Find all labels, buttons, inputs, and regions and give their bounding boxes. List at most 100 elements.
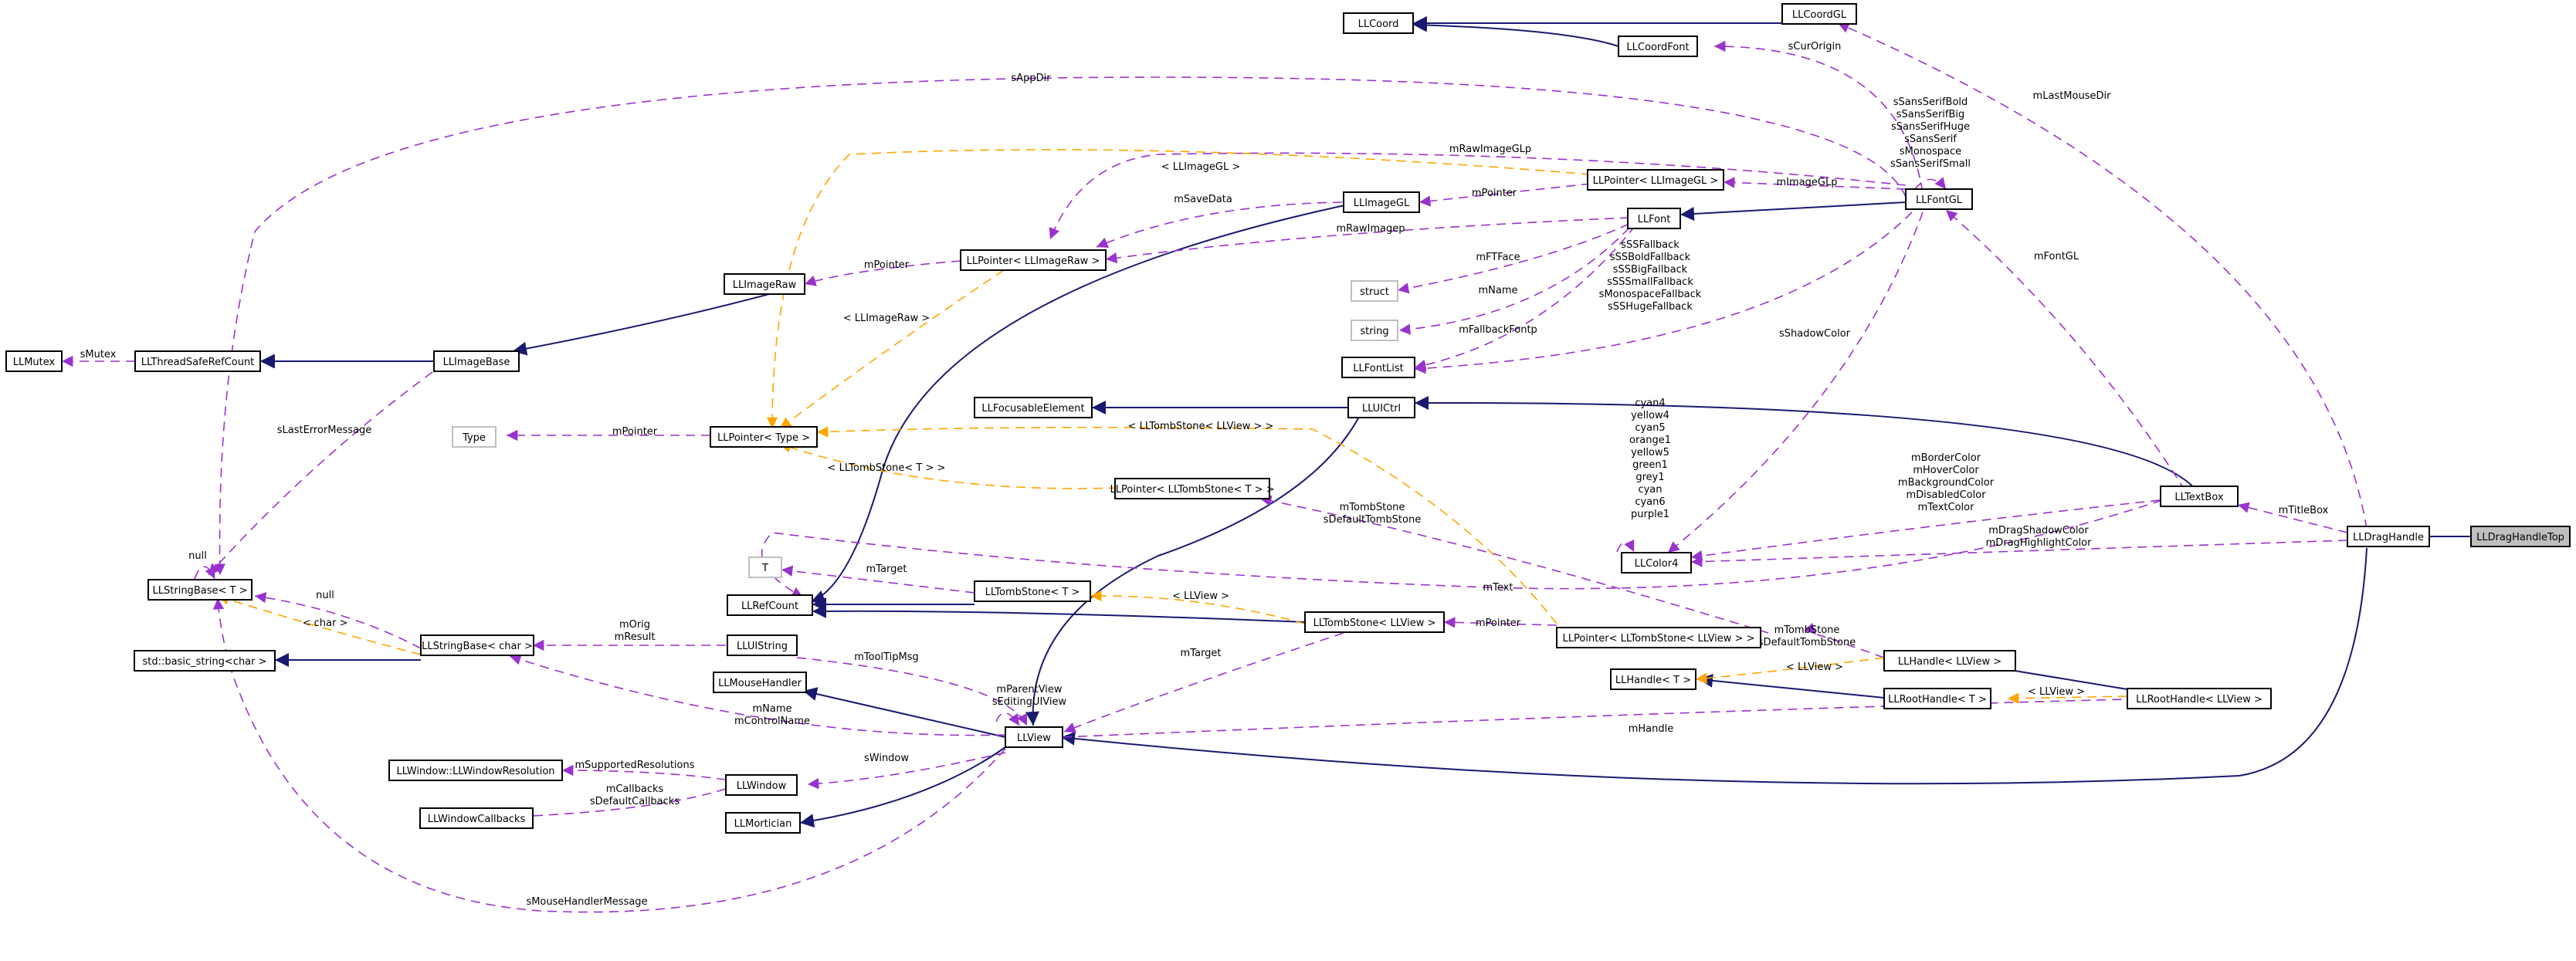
node-llwindowresolution[interactable]: LLWindow::LLWindowResolution	[388, 760, 563, 781]
svg-text:sSSBoldFallback: sSSBoldFallback	[1610, 252, 1691, 263]
edge-tmpl-llview-2	[1695, 657, 1885, 684]
node-llstringbase-char[interactable]: LLStringBase< char >	[420, 634, 534, 656]
node-llfont[interactable]: LLFont	[1627, 208, 1681, 229]
label-mimageglp: mImageGLp	[1777, 177, 1838, 188]
svg-text:LLMouseHandler: LLMouseHandler	[718, 678, 802, 689]
node-llroothandle-llview[interactable]: LLRootHandle< LLView >	[2127, 688, 2272, 709]
node-llfocusableelement[interactable]: LLFocusableElement	[974, 397, 1093, 418]
label-sappdir: sAppDir	[1011, 73, 1051, 84]
svg-text:mBackgroundColor: mBackgroundColor	[1898, 477, 1995, 489]
node-llhandle-t[interactable]: LLHandle< T >	[1610, 668, 1696, 690]
node-lltombstone-t[interactable]: LLTombStone< T >	[974, 580, 1091, 602]
svg-text:LLMortician: LLMortician	[734, 818, 792, 830]
svg-text:LLTextBox: LLTextBox	[2174, 492, 2223, 503]
label-tmpl-tombstone-t: < LLTombStone< T > >	[828, 462, 946, 474]
svg-text:LLThreadSafeRefCount: LLThreadSafeRefCount	[141, 357, 255, 368]
label-swindow: sWindow	[864, 753, 909, 764]
node-llcolor4[interactable]: LLColor4	[1621, 552, 1692, 574]
label-tmpl-llview-3: < LLView >	[2028, 686, 2085, 698]
svg-text:LLImageRaw: LLImageRaw	[733, 279, 797, 291]
node-lltombstone-llview[interactable]: LLTombStone< LLView >	[1304, 611, 1445, 633]
svg-text:LLStringBase< char >: LLStringBase< char >	[422, 641, 533, 652]
svg-text:sEditingUIView: sEditingUIView	[992, 696, 1067, 708]
node-llcoord[interactable]: LLCoord	[1343, 12, 1414, 34]
svg-text:LLWindow: LLWindow	[737, 780, 787, 792]
edge-draghandle-view	[1060, 547, 2368, 785]
node-llcoordgl[interactable]: LLCoordGL	[1781, 3, 1857, 25]
label-slasterrormessage: sLastErrorMessage	[277, 425, 372, 436]
node-llpointer-lltombstone-t[interactable]: LLPointer< LLTombStone< T > >	[1110, 478, 1275, 499]
edge-tmpl-imageraw	[779, 269, 1005, 429]
node-llstringbase-t[interactable]: LLStringBase< T >	[147, 579, 253, 601]
node-lldraghandletop[interactable]: LLDragHandleTop	[2470, 526, 2571, 547]
edge-tmpl-char	[217, 594, 422, 655]
svg-text:LLCoordFont: LLCoordFont	[1626, 42, 1689, 53]
node-lldraghandle[interactable]: LLDragHandle	[2347, 526, 2430, 547]
svg-text:sMonospaceFallback: sMonospaceFallback	[1599, 289, 1702, 300]
node-llroothandle-t[interactable]: LLRootHandle< T >	[1883, 688, 1991, 709]
node-t[interactable]: T	[748, 557, 782, 578]
node-type[interactable]: Type	[452, 426, 497, 448]
node-llmutex[interactable]: LLMutex	[5, 350, 63, 372]
node-llhandle-llview[interactable]: LLHandle< LLView >	[1883, 650, 2016, 672]
node-llimagegl[interactable]: LLImageGL	[1343, 191, 1420, 213]
node-llpointer-llimagegl[interactable]: LLPointer< LLImageGL >	[1587, 169, 1724, 191]
label-tmpl-char: < char >	[303, 618, 348, 629]
label-sshadowcolor: sShadowColor	[1779, 328, 1851, 340]
nodes: LLCoord LLCoordGL LLCoordFont LLPointer<…	[5, 3, 2571, 834]
node-llimageraw[interactable]: LLImageRaw	[724, 273, 805, 295]
node-std-basic-string[interactable]: std::basic_string<char >	[134, 650, 276, 672]
svg-text:LLImageBase: LLImageBase	[443, 357, 510, 368]
node-llrefcount[interactable]: LLRefCount	[727, 594, 813, 616]
svg-text:LLTombStone< LLView >: LLTombStone< LLView >	[1313, 618, 1436, 629]
svg-text:mResult: mResult	[615, 631, 656, 643]
node-lluistring[interactable]: LLUIString	[727, 634, 798, 656]
label-fallbacks: sSSFallback sSSBoldFallback sSSBigFallba…	[1599, 239, 1702, 313]
svg-text:LLCoord: LLCoord	[1358, 19, 1399, 30]
node-llcoordfont[interactable]: LLCoordFont	[1618, 36, 1698, 57]
node-llmortician[interactable]: LLMortician	[725, 812, 801, 834]
node-llpointer-llimageraw[interactable]: LLPointer< LLImageRaw >	[960, 249, 1107, 271]
node-llthreadsaferefcount[interactable]: LLThreadSafeRefCount	[134, 350, 261, 372]
edge-tmpl-llview-1	[1090, 590, 1306, 624]
node-llmousehandler[interactable]: LLMouseHandler	[713, 672, 807, 693]
node-llfontgl[interactable]: LLFontGL	[1905, 188, 1973, 210]
edge-mtext	[761, 499, 2163, 598]
svg-text:sSSBigFallback: sSSBigFallback	[1613, 264, 1688, 276]
svg-text:LLFocusableElement: LLFocusableElement	[981, 403, 1084, 415]
node-string[interactable]: string	[1351, 320, 1398, 341]
svg-text:mDragHighlightColor: mDragHighlightColor	[1986, 537, 2093, 549]
node-llfontlist[interactable]: LLFontList	[1341, 357, 1415, 378]
svg-text:mControlName: mControlName	[734, 716, 810, 727]
svg-text:mTombStone: mTombStone	[1774, 624, 1840, 636]
label-mpointer-raw: mPointer	[864, 259, 910, 271]
node-lluictrl[interactable]: LLUICtrl	[1347, 397, 1415, 418]
edge-view-mousehandler	[802, 687, 1006, 738]
svg-text:LLHandle< LLView >: LLHandle< LLView >	[1898, 656, 2001, 668]
node-llimagebase[interactable]: LLImageBase	[433, 350, 520, 372]
label-smutex: sMutex	[80, 349, 117, 360]
label-smousehandlermessage: sMouseHandlerMessage	[526, 896, 647, 908]
node-llwindow[interactable]: LLWindow	[725, 774, 798, 796]
svg-text:sSansSerifHuge: sSansSerifHuge	[1891, 121, 1970, 133]
svg-text:LLUICtrl: LLUICtrl	[1362, 403, 1401, 415]
node-llview[interactable]: LLView	[1005, 726, 1063, 748]
svg-text:cyan5: cyan5	[1635, 422, 1665, 434]
svg-text:LLWindowCallbacks: LLWindowCallbacks	[428, 814, 526, 825]
node-llpointer-lltombstone-llview[interactable]: LLPointer< LLTombStone< LLView > >	[1556, 627, 1761, 648]
node-llpointer-type[interactable]: LLPointer< Type >	[710, 426, 818, 448]
svg-text:sMonospace: sMonospace	[1900, 146, 1961, 157]
node-lltextbox[interactable]: LLTextBox	[2160, 486, 2239, 507]
svg-text:mDragShadowColor: mDragShadowColor	[1988, 525, 2089, 536]
edge-mpointer-gl	[1418, 183, 1591, 207]
svg-text:std::basic_string<char >: std::basic_string<char >	[142, 656, 266, 668]
node-struct[interactable]: struct	[1351, 280, 1398, 302]
label-msavedata: mSaveData	[1174, 194, 1232, 205]
svg-text:LLView: LLView	[1017, 733, 1051, 744]
edge-msupportedresolutions	[561, 764, 727, 780]
edge-textbox-uictrl	[1414, 395, 2198, 492]
svg-text:mCallbacks: mCallbacks	[606, 783, 664, 795]
label-tmpl-tombstone-llview: < LLTombStone< LLView > >	[1128, 421, 1274, 432]
node-llwindowcallbacks[interactable]: LLWindowCallbacks	[419, 807, 534, 829]
svg-text:sDefaultCallbacks: sDefaultCallbacks	[590, 796, 680, 807]
